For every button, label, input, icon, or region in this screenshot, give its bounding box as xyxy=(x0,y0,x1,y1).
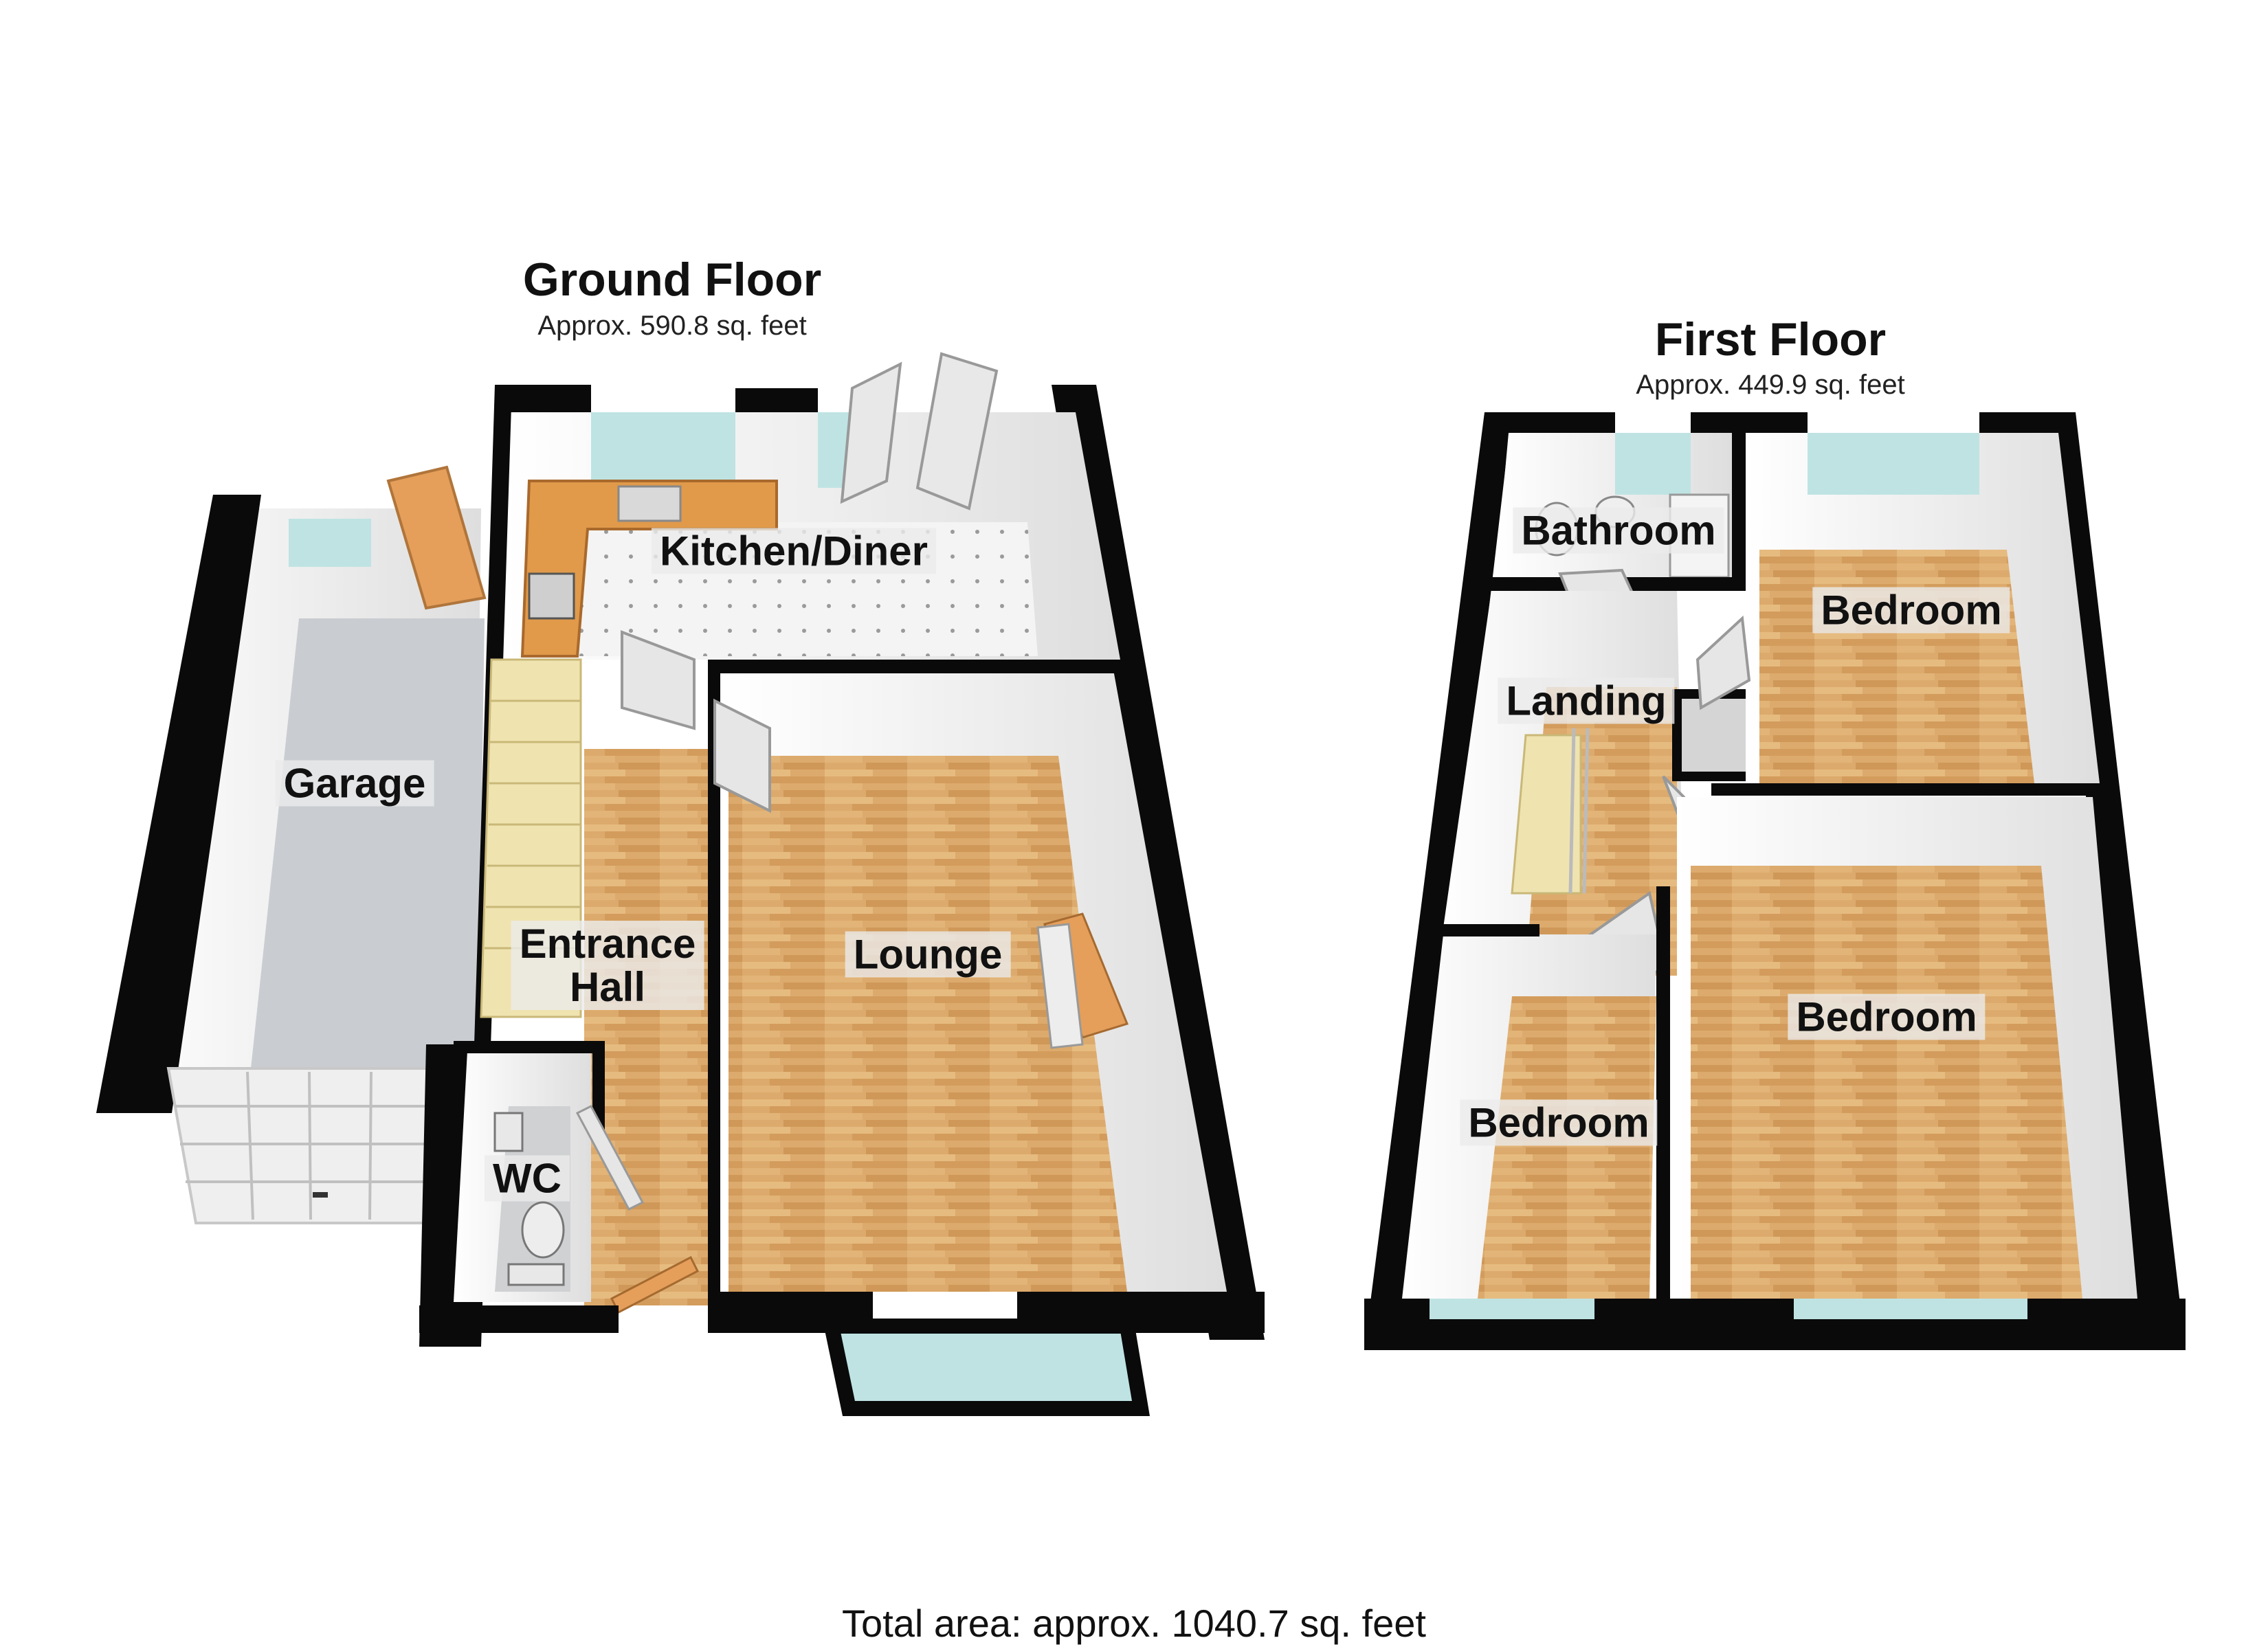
first-rear-wall-a xyxy=(1485,412,1615,433)
wc-wall-top xyxy=(454,1041,605,1053)
entrance-hall-line1: Entrance xyxy=(519,921,696,967)
first-rear-wall-c xyxy=(1979,412,2076,433)
kitchen-hob xyxy=(528,572,575,620)
kitchen-worktop xyxy=(520,480,778,658)
lounge-bay-window xyxy=(822,1319,1150,1416)
kitchen-french-door-left xyxy=(840,361,902,504)
garage-side-door xyxy=(386,465,487,610)
garage-door-front xyxy=(166,1067,435,1224)
bedroom-rear-floor xyxy=(1759,550,2034,783)
room-label-landing: Landing xyxy=(1498,677,1675,724)
garage-window xyxy=(289,519,371,567)
ground-rear-wall-a xyxy=(495,385,591,412)
kitchen-sink xyxy=(617,485,682,522)
hall-lounge-wall xyxy=(708,660,720,1305)
room-label-bedroom-front-large: Bedroom xyxy=(1788,994,1986,1040)
ground-floor-area: Approx. 590.8 sq. feet xyxy=(537,311,807,341)
first-outer-wall-right xyxy=(2055,412,2186,1350)
first-outer-wall-left xyxy=(1364,412,1512,1350)
room-label-bedroom-front-small: Bedroom xyxy=(1460,1099,1658,1146)
room-label-garage: Garage xyxy=(275,760,434,807)
ground-front-wall-left xyxy=(419,1305,619,1333)
room-label-lounge: Lounge xyxy=(845,931,1011,978)
total-area: Total area: approx. 1040.7 sq. feet xyxy=(842,1602,1426,1645)
bedroom-large-window xyxy=(1794,1299,2027,1319)
ground-rear-wall-b xyxy=(735,388,818,416)
room-label-kitchen-diner: Kitchen/Diner xyxy=(651,528,937,574)
room-label-entrance-hall: Entrance Hall xyxy=(511,921,704,1010)
room-label-wc: WC xyxy=(485,1155,570,1202)
bedroom-rear-door xyxy=(1696,615,1751,710)
lounge-floor xyxy=(729,756,1127,1292)
wc-toilet-cistern xyxy=(507,1263,565,1286)
first-rear-wall-b xyxy=(1691,412,1808,433)
first-floor-plan xyxy=(1364,412,2186,1350)
hall-door-kitchen xyxy=(621,630,696,730)
bedroom-rear-divider xyxy=(1711,783,2096,796)
entrance-hall-line2: Hall xyxy=(569,964,646,1010)
ground-floor-plan xyxy=(96,352,1265,1416)
garage-floor xyxy=(251,618,485,1068)
bedroom-small-window xyxy=(1430,1299,1594,1319)
lounge-door xyxy=(713,698,771,814)
entrance-hall-floor xyxy=(584,749,708,1305)
kitchen-french-door-right xyxy=(915,352,999,511)
first-floor-title: First Floor xyxy=(1654,313,1887,366)
bedroom-divider-wall xyxy=(1656,886,1670,1340)
bedroom-small-floor xyxy=(1478,996,1656,1299)
bathroom-window xyxy=(1615,433,1691,495)
ground-floor-title: Ground Floor xyxy=(522,254,822,306)
room-label-bedroom-rear: Bedroom xyxy=(1812,587,2010,633)
garage-door-handle xyxy=(313,1192,328,1198)
garage-door-panels xyxy=(175,1071,432,1220)
lounge-fireplace-hearth xyxy=(1036,923,1084,1049)
room-label-bathroom: Bathroom xyxy=(1513,507,1724,554)
landing-stairs xyxy=(1511,734,1582,895)
wc-toilet xyxy=(521,1201,565,1259)
kitchen-window-left xyxy=(591,412,735,488)
garage-wall-left xyxy=(96,495,261,1113)
bedroom-small-top-wall xyxy=(1440,924,1539,936)
bathroom-side-wall xyxy=(1732,426,1746,584)
wc-basin xyxy=(493,1112,524,1152)
bedroom-rear-window xyxy=(1808,433,1979,495)
landing-banister xyxy=(1568,728,1590,894)
lounge-rear-wall xyxy=(708,660,1124,673)
wc-door xyxy=(575,1105,645,1211)
first-floor-area: Approx. 449.9 sq. feet xyxy=(1636,370,1905,400)
bedroom-large-floor xyxy=(1691,866,2082,1299)
